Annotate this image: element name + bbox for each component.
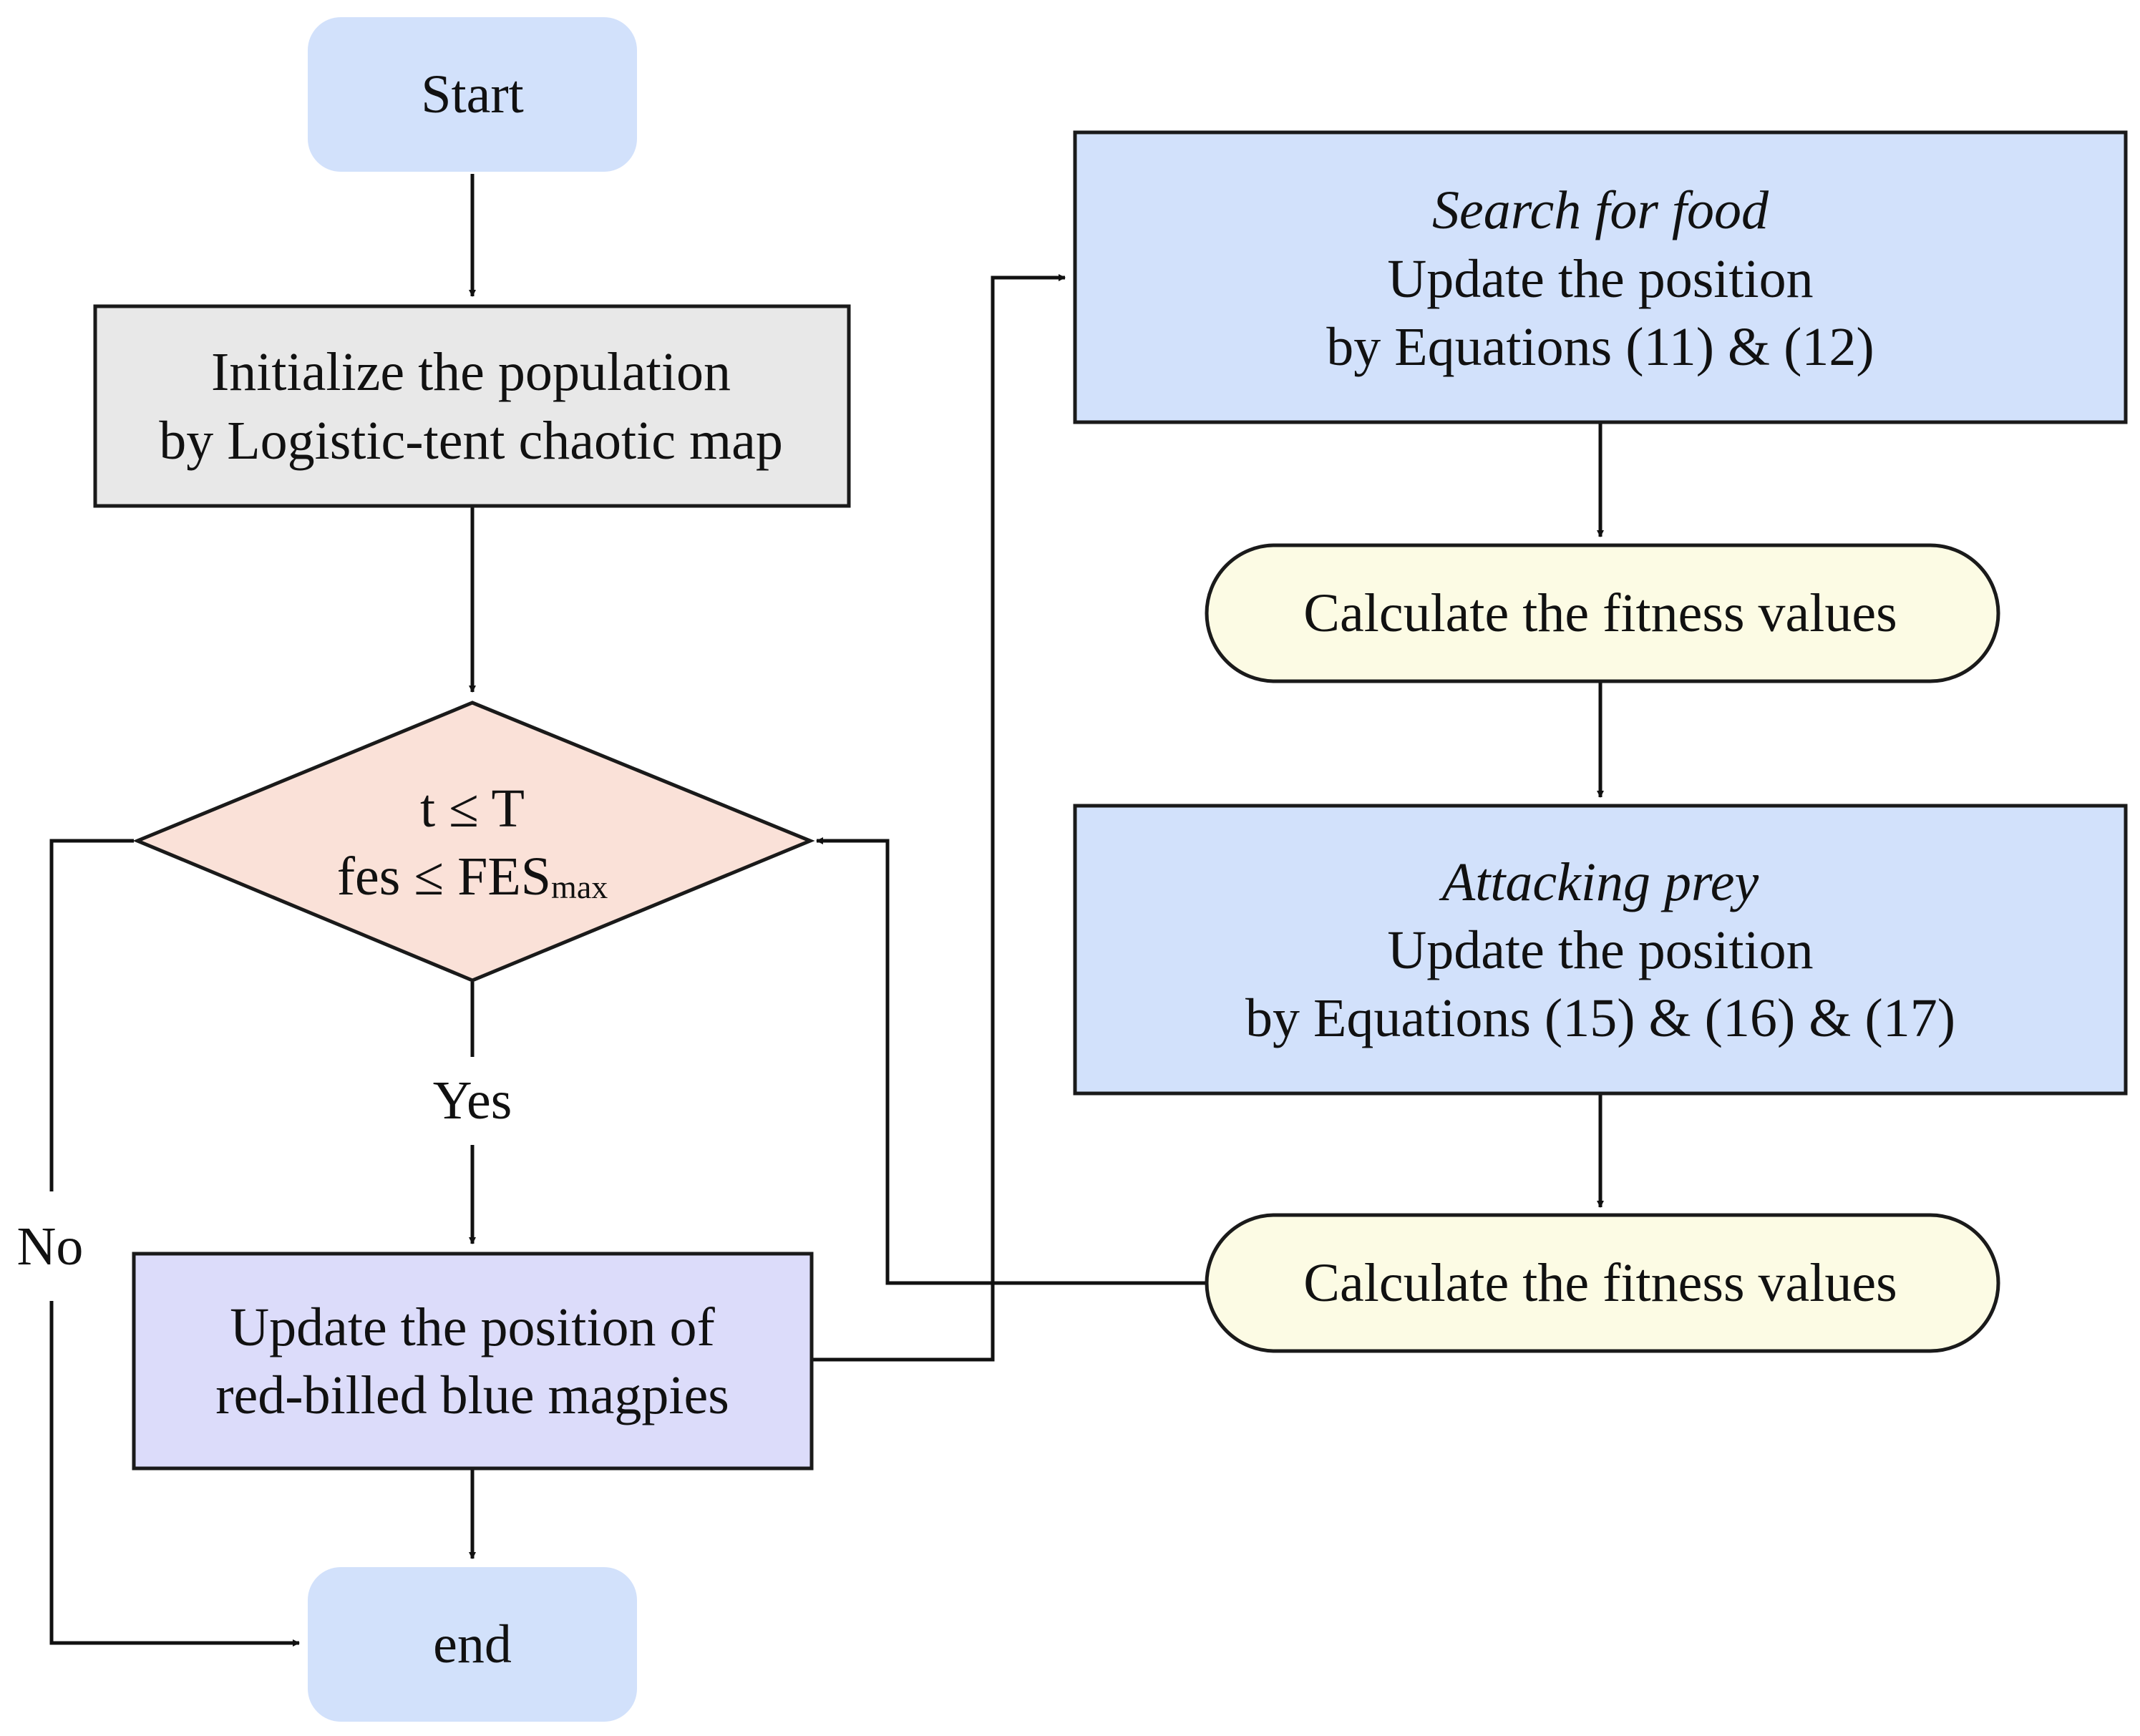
fitness2-node: Calculate the fitness values	[1205, 1213, 2000, 1353]
attack-label-line3: by Equations (15) & (16) & (17)	[1245, 988, 1955, 1048]
search-shape	[1073, 130, 2128, 424]
update-label-line1: Update the position of	[230, 1297, 715, 1357]
fitness1-node: Calculate the fitness values	[1205, 543, 2000, 683]
edge-decision-to-end-bottom	[49, 1301, 300, 1647]
edge-fitness2-to-decision	[816, 837, 1207, 1285]
edge-decision-to-end-top	[49, 839, 134, 1191]
attack-shape	[1073, 804, 2128, 1096]
search-label-line2: Update the position	[1387, 249, 1813, 309]
end-label: end	[433, 1614, 512, 1674]
search-label-line3: by Equations (11) & (12)	[1326, 317, 1874, 377]
init-node: Initialize the population by Logistic-te…	[93, 304, 851, 508]
attack-node: Attacking prey Update the position by Eq…	[1073, 804, 2128, 1096]
decision-label-subscript: max	[551, 869, 608, 905]
attack-title: Attacking prey	[1439, 852, 1759, 912]
fitness2-label: Calculate the fitness values	[1303, 1253, 1897, 1313]
decision-label-main: fes ≤ FES	[337, 847, 551, 907]
init-label-line1: Initialize the population	[211, 342, 731, 402]
init-label-line2: by Logistic-tent chaotic map	[159, 411, 783, 471]
fitness1-shape	[1205, 543, 2000, 683]
decision-shape	[132, 701, 815, 982]
decision-label-line2: fes ≤ FESmax	[337, 847, 608, 907]
start-node: Start	[308, 17, 637, 172]
end-node: end	[308, 1567, 637, 1722]
update-label-line2: red-billed blue magpies	[215, 1365, 729, 1425]
fitness1-label: Calculate the fitness values	[1303, 583, 1897, 643]
update-node: Update the position of red-billed blue m…	[132, 1252, 814, 1471]
end-shape	[308, 1567, 637, 1722]
attack-label-line2: Update the position	[1387, 920, 1813, 980]
search-title: Search for food	[1432, 180, 1769, 240]
no-label: No	[17, 1216, 84, 1277]
update-shape	[132, 1252, 814, 1471]
start-shape	[308, 17, 637, 172]
yes-label: Yes	[433, 1071, 512, 1131]
edge-update-to-search	[812, 274, 1066, 1362]
start-label: Start	[421, 64, 524, 125]
edges	[49, 174, 1604, 1647]
init-shape	[93, 304, 851, 508]
search-node: Search for food Update the position by E…	[1073, 130, 2128, 424]
fitness2-shape	[1205, 1213, 2000, 1353]
decision-node: t ≤ T fes ≤ FESmax	[132, 701, 815, 982]
decision-label-line1: t ≤ T	[420, 779, 525, 839]
